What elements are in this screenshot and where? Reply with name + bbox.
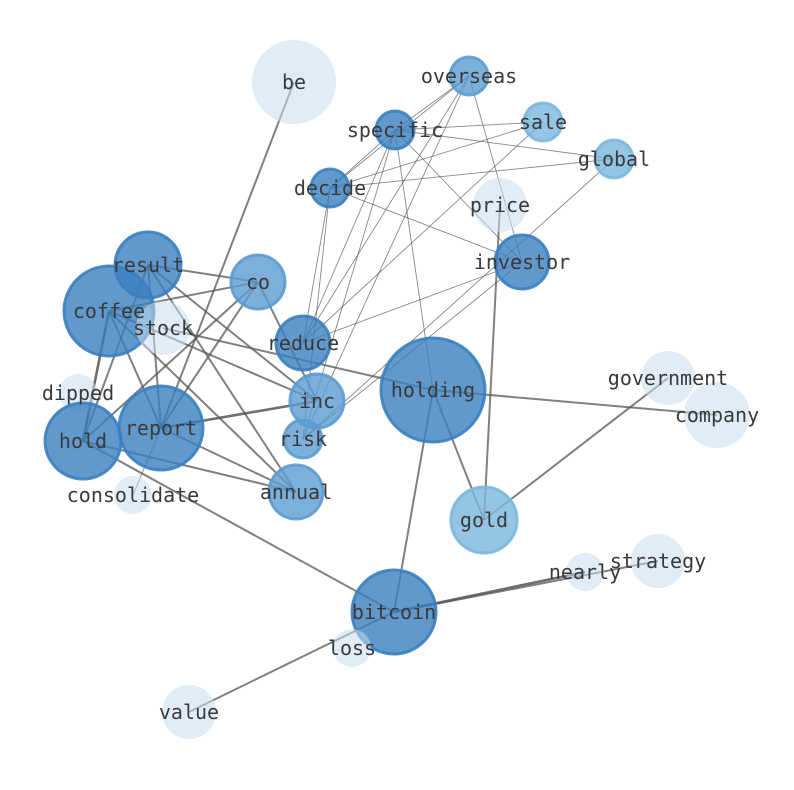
node-label-government: government [608,366,728,390]
node-reduce[interactable] [274,314,332,372]
node-stock[interactable] [136,301,190,355]
edge-global-risk [302,158,615,440]
node-specific[interactable] [374,109,416,151]
node-consolidate[interactable] [114,476,152,514]
node-label-consolidate: consolidate [67,483,199,507]
node-label-nearly: nearly [549,560,621,584]
node-label-report: report [125,416,197,440]
node-label-price: price [470,193,530,217]
node-holding[interactable] [379,336,487,444]
node-strategy[interactable] [631,534,685,588]
node-label-specific: specific [347,118,443,142]
node-label-co: co [246,270,270,294]
node-loss[interactable] [333,629,371,667]
node-label-inc: inc [299,389,335,413]
edge-bitcoin-strategy [393,560,659,613]
node-label-risk: risk [279,427,327,451]
labels-layer: be overseas specific sale global decide price i… [42,64,759,724]
node-annual[interactable] [267,463,325,521]
edge-decide-investor [329,187,523,263]
node-nearly[interactable] [566,553,604,591]
node-label-result: result [112,253,184,277]
node-sale[interactable] [522,101,564,143]
node-label-loss: loss [328,636,376,660]
node-label-strategy: strategy [610,549,706,573]
node-label-investor: investor [474,250,570,274]
node-decide[interactable] [309,167,351,209]
edge-specific-sale [394,121,544,131]
node-label-sale: sale [519,110,567,134]
node-label-holding: holding [391,378,475,402]
node-overseas[interactable] [448,55,490,97]
node-risk[interactable] [282,418,324,460]
node-label-bitcoin: bitcoin [352,600,436,624]
node-be[interactable] [252,40,336,124]
node-label-hold: hold [59,429,107,453]
node-label-company: company [675,403,759,427]
nodes-layer [43,40,750,739]
node-co[interactable] [229,253,287,311]
node-bitcoin[interactable] [350,568,438,656]
node-price[interactable] [473,178,527,232]
edge-investor-reduce [302,261,523,344]
node-label-dipped: dipped [42,381,114,405]
node-value[interactable] [162,685,216,739]
node-label-annual: annual [260,480,332,504]
node-label-gold: gold [460,508,508,532]
node-label-coffee: coffee [73,299,145,323]
edge-hold-bitcoin [82,440,395,613]
node-company[interactable] [684,382,750,448]
node-report[interactable] [117,384,205,472]
edge-sale-decide [329,121,544,189]
edge-overseas-investor [468,75,523,263]
node-label-global: global [578,147,650,171]
node-label-stock: stock [133,316,193,340]
node-label-overseas: overseas [421,64,517,88]
edge-result-inc [147,264,318,402]
edge-specific-global [394,129,615,160]
edge-sale-reduce [302,121,544,344]
edge-government-gold [483,377,669,521]
node-label-value: value [159,700,219,724]
edge-specific-reduce [302,129,396,344]
node-label-decide: decide [294,176,366,200]
node-investor[interactable] [493,233,551,291]
node-label-be: be [282,70,306,94]
edge-be-report [160,81,295,429]
edge-global-decide [329,158,615,189]
edge-specific-investor [394,129,523,263]
node-label-reduce: reduce [267,331,339,355]
node-government[interactable] [641,351,695,405]
node-gold[interactable] [449,485,519,555]
node-global[interactable] [593,138,635,180]
